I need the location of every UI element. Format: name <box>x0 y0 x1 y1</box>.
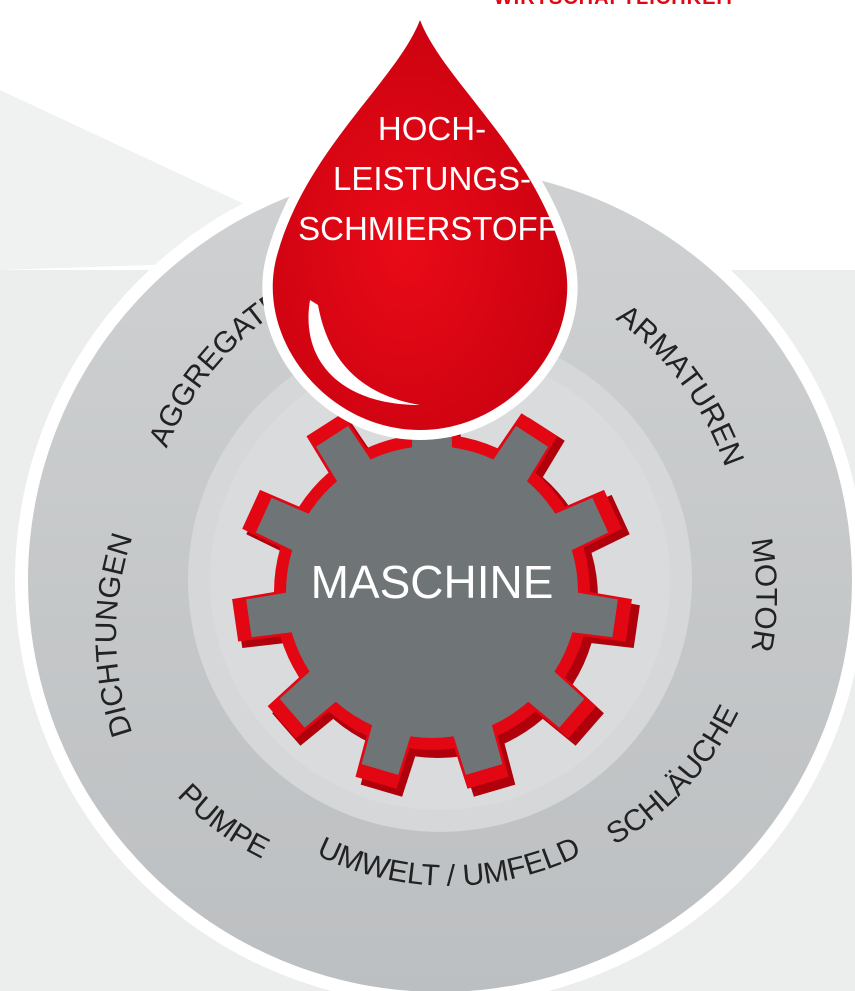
oil-drop <box>262 8 578 440</box>
drop-body <box>272 20 568 430</box>
header-cut-label: WIRTSCHAFTLICHKEIT <box>494 0 736 9</box>
drop-line-2: LEISTUNGS- <box>333 160 531 197</box>
drop-line-3: SCHMIERSTOFF <box>298 210 558 247</box>
center-label: MASCHINE <box>311 556 554 608</box>
drop-highlight <box>308 300 420 405</box>
drop-line-1: HOCH- <box>378 110 486 147</box>
gear <box>232 393 640 797</box>
gear-body <box>246 407 618 775</box>
ring-label-motor: MOTOR <box>744 536 782 654</box>
